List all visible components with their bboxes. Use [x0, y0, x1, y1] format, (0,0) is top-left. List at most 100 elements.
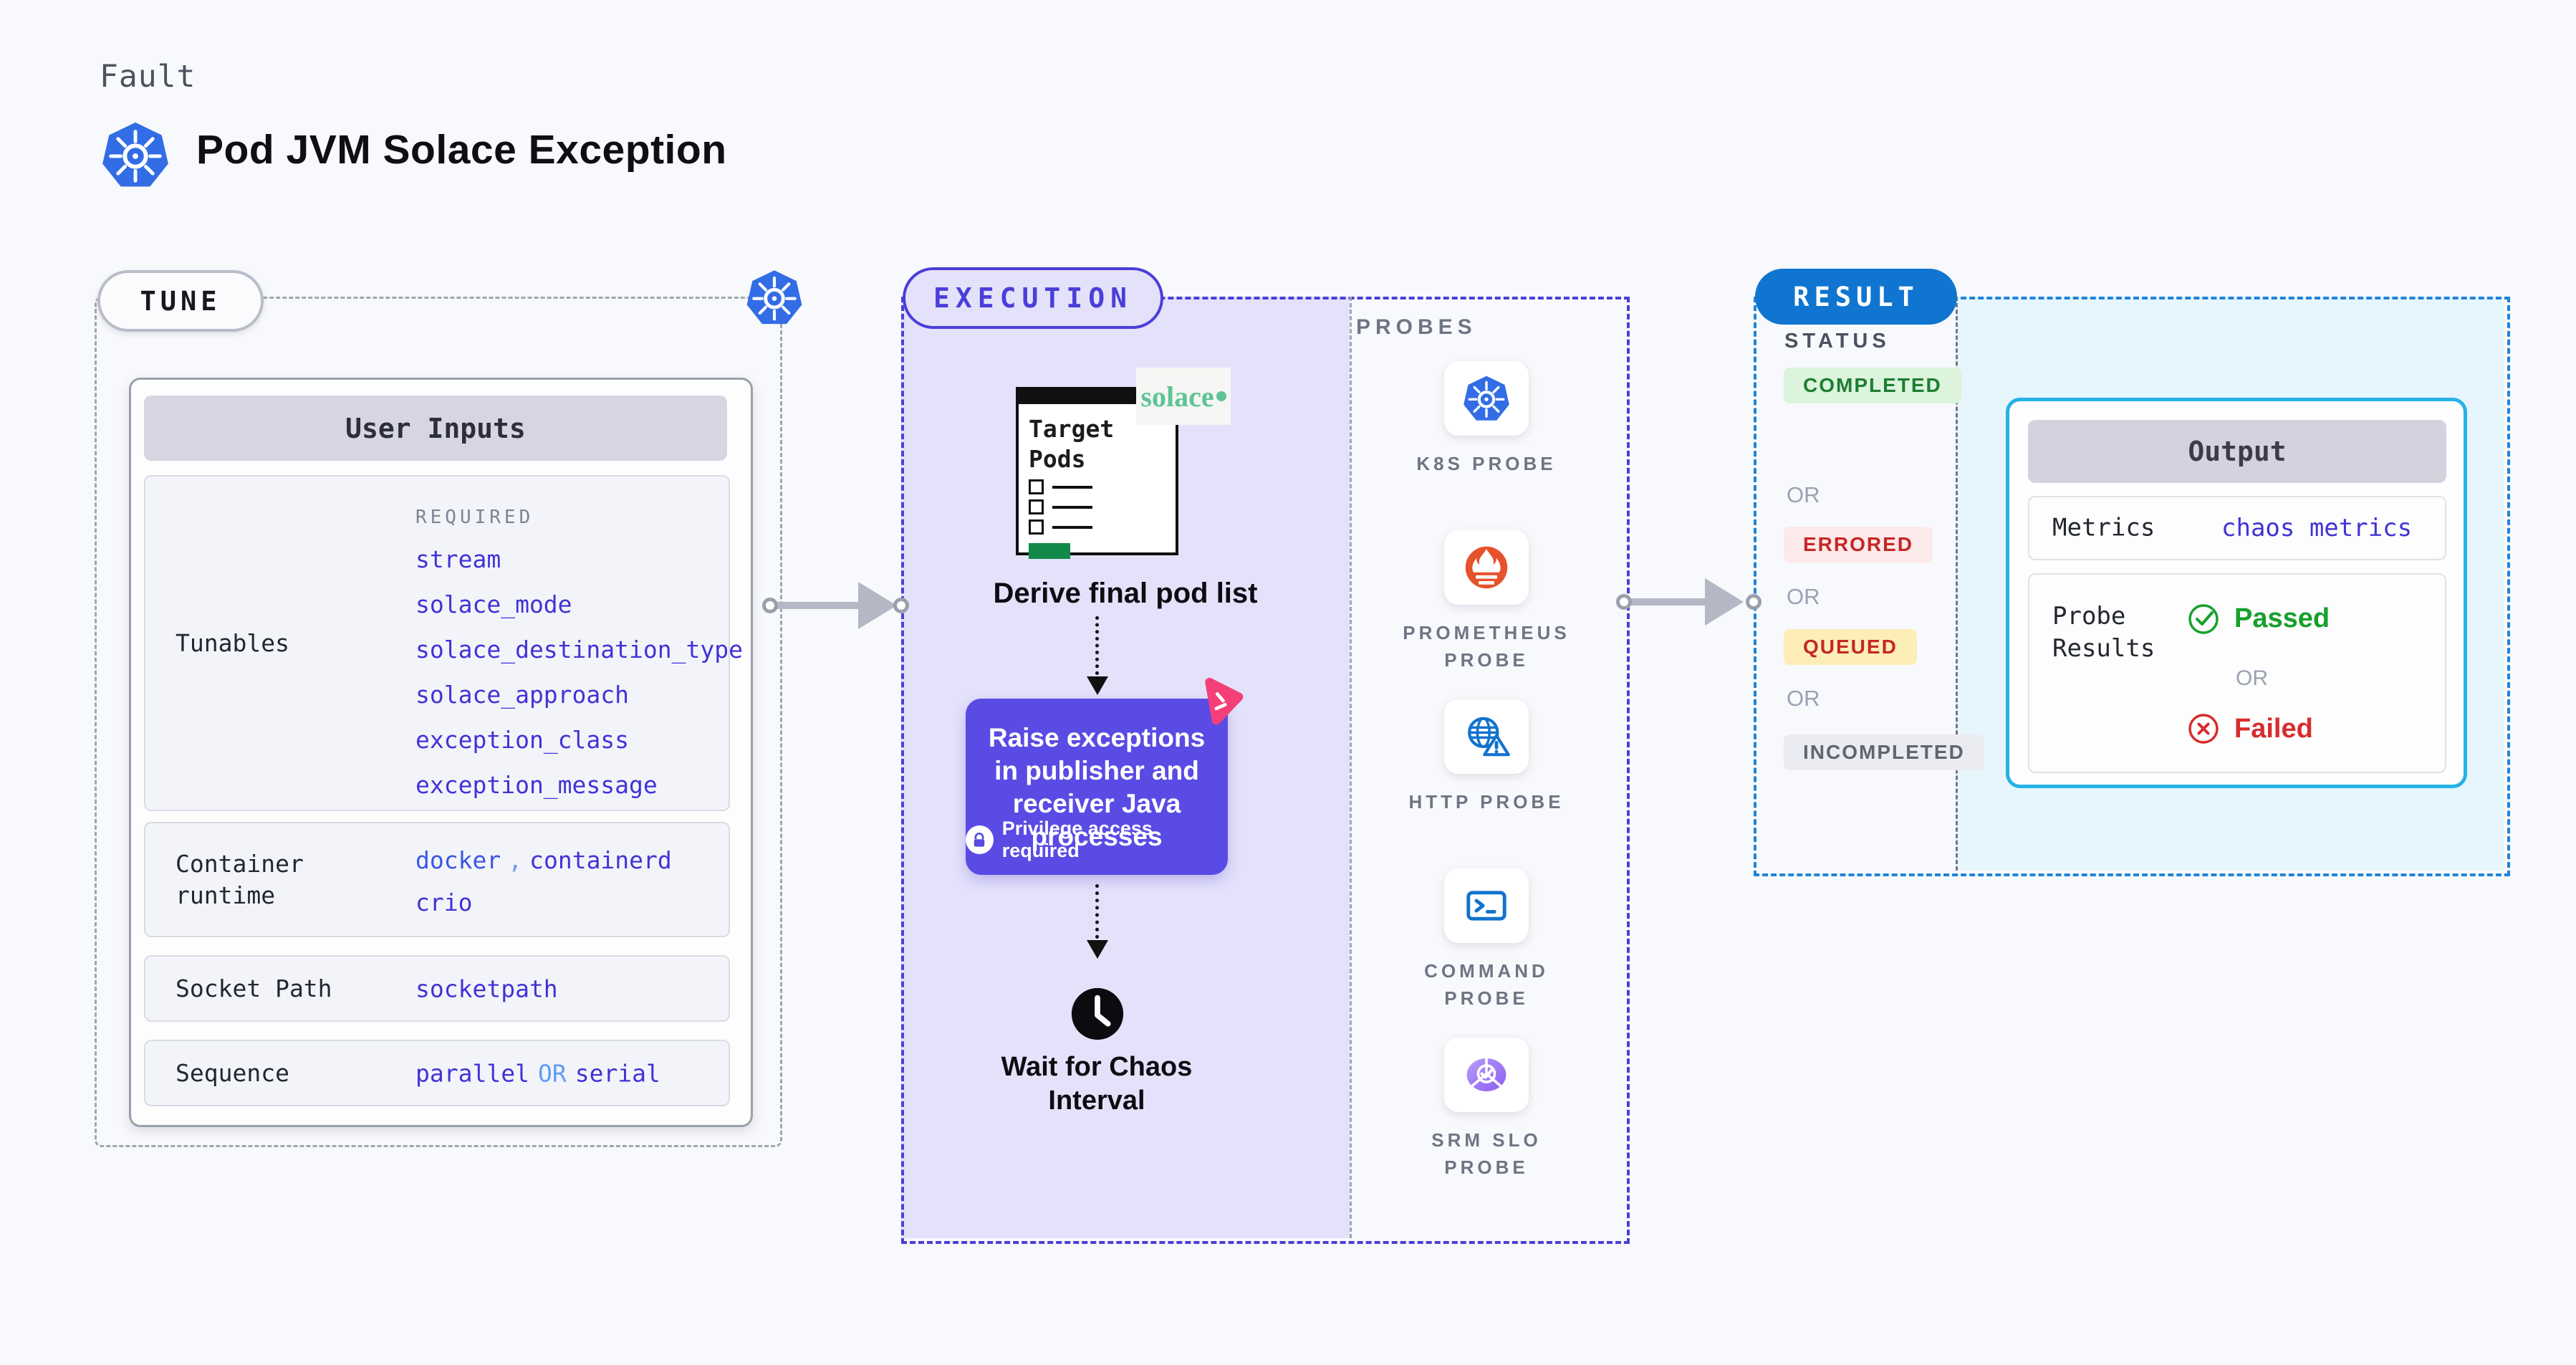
check-circle-icon	[2188, 604, 2219, 634]
or-separator: OR	[1787, 686, 1820, 711]
terminal-icon	[1461, 881, 1512, 931]
solace-dot-icon	[1216, 391, 1226, 401]
solace-logo: solace	[1136, 368, 1231, 425]
arrow-down-icon	[1087, 676, 1108, 695]
tunable-value: exception_message	[415, 771, 658, 799]
connector-dot	[1616, 594, 1632, 610]
target-pods-window: Target Pods	[1016, 387, 1178, 559]
required-label: REQUIRED	[415, 507, 534, 528]
green-button-shape	[1029, 543, 1070, 559]
page-title: Pod JVM Solace Exception	[196, 127, 727, 173]
tunable-value: solace_destination_type	[415, 636, 743, 664]
step-derive-pod-list: Derive final pod list	[993, 578, 1258, 609]
probe-result-failed: Failed	[2186, 711, 2313, 747]
user-inputs-card: User Inputs Tunables REQUIRED stream sol…	[129, 378, 753, 1127]
probe-item-command: COMMAND PROBE	[1404, 868, 1569, 1012]
status-badge-completed: COMPLETED	[1784, 368, 1961, 403]
runtime-value-docker: docker	[415, 846, 501, 874]
chaos-injection-text: Raise exceptions in publisher and receiv…	[988, 723, 1206, 851]
privilege-note: Privilege access required	[966, 818, 1228, 862]
tunables-row: Tunables REQUIRED stream solace_mode sol…	[144, 475, 743, 811]
kubernetes-icon	[100, 119, 170, 191]
status-badge-errored: ERRORED	[1784, 527, 1933, 562]
probe-label: K8S PROBE	[1416, 453, 1557, 474]
connector-dot	[893, 598, 909, 613]
clock-icon	[1067, 983, 1128, 1045]
probes-divider	[1350, 297, 1352, 1238]
http-globe-icon	[1461, 712, 1512, 762]
arrow-right-icon	[858, 582, 897, 629]
probe-item-srm-slo: SRM SLO PROBE	[1404, 1038, 1569, 1181]
flow-dotted-line	[1095, 884, 1099, 939]
checkbox-icon	[1029, 479, 1044, 494]
probes-heading: PROBES	[1356, 315, 1477, 339]
probe-item-k8s: K8S PROBE	[1404, 361, 1569, 477]
probe-item-http: HTTP PROBE	[1404, 699, 1569, 815]
tunable-value: stream	[415, 545, 501, 573]
slo-gauge-icon	[1461, 1049, 1512, 1101]
or-separator: OR	[1787, 584, 1820, 609]
execution-badge: EXECUTION	[903, 267, 1163, 329]
kubernetes-icon	[745, 267, 804, 327]
probe-result-passed: Passed	[2186, 600, 2330, 636]
connector-dot	[1746, 594, 1762, 610]
probe-card	[1444, 1038, 1529, 1112]
checkbox-icon	[1029, 519, 1044, 535]
tune-badge: TUNE	[97, 270, 264, 332]
metrics-value: chaos metrics	[2221, 514, 2413, 542]
chaos-hog-icon	[1195, 676, 1244, 725]
prometheus-icon	[1465, 546, 1508, 589]
probe-results-label: Probe Results	[2052, 602, 2156, 663]
fault-eyebrow: Fault	[100, 59, 196, 95]
lock-icon	[966, 825, 994, 854]
list-line	[1052, 505, 1092, 509]
probe-card	[1444, 530, 1529, 605]
tune-section-box	[95, 297, 782, 1147]
socket-path-label: Socket Path	[176, 974, 332, 1002]
status-heading: STATUS	[1784, 330, 1890, 353]
container-runtime-label: Container runtime	[176, 849, 304, 909]
pod-list-item	[1029, 519, 1176, 535]
pod-list-item	[1029, 479, 1176, 494]
runtime-value-containerd: containerd	[529, 846, 672, 874]
arrow-right-icon	[1705, 578, 1744, 626]
runtime-separator: ,	[508, 846, 523, 874]
list-line	[1052, 485, 1092, 489]
metrics-label: Metrics	[2052, 513, 2156, 542]
status-badge-queued: QUEUED	[1784, 629, 1917, 665]
result-section-box	[1754, 297, 2510, 876]
kubernetes-icon	[1462, 374, 1511, 423]
connector-line	[775, 602, 867, 609]
probe-item-prometheus: PROMETHEUS PROBE	[1403, 530, 1569, 674]
probe-card	[1444, 361, 1529, 436]
user-inputs-title: User Inputs	[144, 396, 727, 461]
target-pods-title: Target Pods	[1029, 415, 1115, 473]
probe-label: HTTP PROBE	[1408, 791, 1565, 813]
container-runtime-row: Container runtime docker,containerd crio	[144, 822, 730, 937]
execution-section-box	[901, 297, 1630, 1244]
output-title: Output	[2028, 420, 2446, 483]
probe-results-row: Probe Results Passed OR Failed	[2028, 573, 2446, 773]
list-line	[1052, 525, 1092, 529]
pod-list-item	[1029, 499, 1176, 514]
arrow-down-icon	[1087, 940, 1108, 959]
probe-card	[1444, 699, 1529, 774]
runtime-value-crio: crio	[415, 889, 473, 916]
or-separator: OR	[1787, 482, 1820, 507]
connector-dot	[762, 598, 778, 613]
tunable-value: solace_approach	[415, 681, 630, 709]
result-divider	[1956, 297, 1958, 871]
status-badge-incompleted: INCOMPLETED	[1784, 734, 1984, 770]
sequence-value-serial: serial	[575, 1059, 660, 1087]
connector-line	[1629, 598, 1714, 605]
x-circle-icon	[2188, 714, 2219, 744]
checkbox-icon	[1029, 499, 1044, 514]
probe-card	[1444, 868, 1529, 943]
metrics-row: Metrics chaos metrics	[2028, 496, 2446, 560]
tunable-value: exception_class	[415, 726, 630, 754]
container-runtime-values: docker,containerd crio	[415, 846, 672, 916]
result-badge: RESULT	[1755, 269, 1957, 325]
sequence-value-parallel: parallel	[415, 1059, 529, 1087]
